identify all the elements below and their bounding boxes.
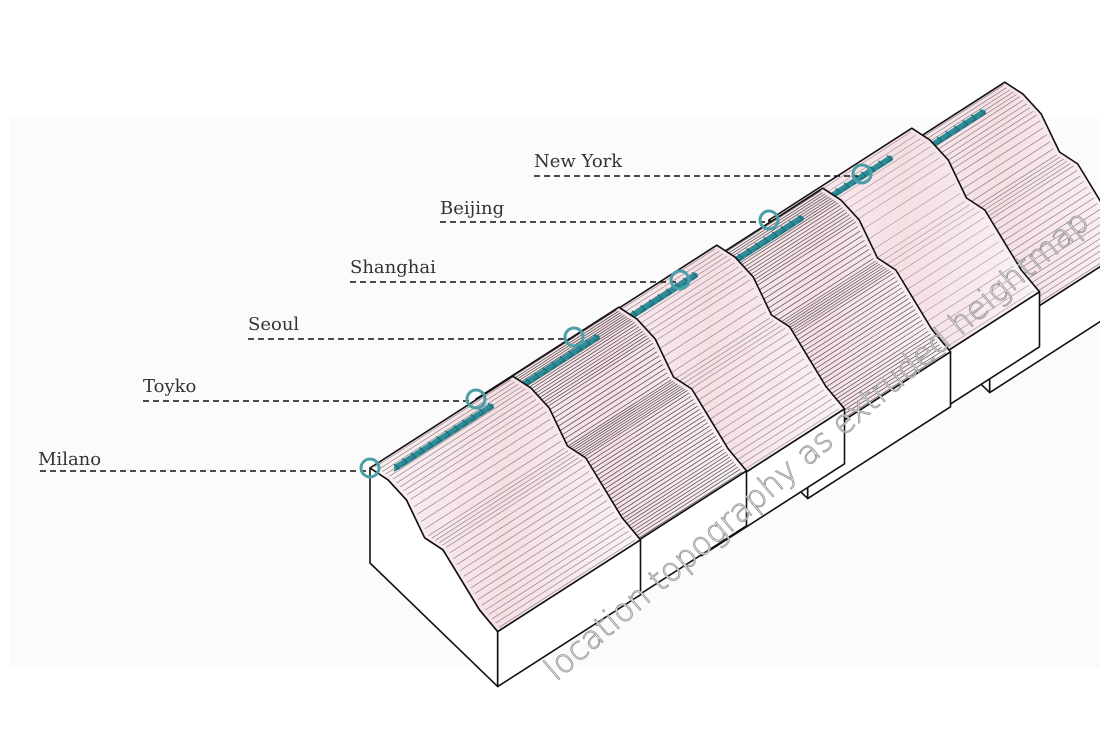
route-arrow [419, 446, 426, 456]
contour-line [403, 403, 540, 492]
route-arrow [567, 350, 575, 359]
location-marker [669, 269, 691, 291]
contour-line [396, 395, 533, 484]
route-arrow [436, 435, 443, 445]
contour-line [467, 494, 604, 583]
contour-line [452, 471, 590, 560]
contour-line [435, 452, 572, 541]
city-label-toyko: Toyko [143, 376, 196, 397]
route-arrow [843, 182, 851, 191]
contour-line [417, 426, 554, 515]
contour-line [421, 433, 558, 522]
contour-line [499, 539, 636, 628]
route-arrow [444, 430, 452, 439]
contour-line [484, 522, 622, 611]
contour-line [488, 526, 625, 615]
route-arrow [953, 125, 961, 134]
route-arrow [860, 171, 868, 180]
route-arrow [533, 372, 541, 381]
location-marker [851, 163, 873, 185]
contour-line [389, 388, 526, 477]
contour-line [424, 441, 562, 530]
route-arrow [453, 424, 460, 434]
route-arrow [970, 114, 978, 123]
contour-line [399, 399, 537, 488]
route-arrow [487, 402, 495, 412]
route-arrow [593, 333, 601, 343]
route-arrow [877, 160, 885, 169]
route-arrow [691, 271, 699, 281]
route-arrow [648, 299, 656, 308]
route-arrow [559, 355, 566, 365]
contour-line [474, 505, 611, 595]
contour-line [410, 411, 547, 500]
city-label-seoul: Seoul [248, 314, 299, 335]
route-arrow [478, 408, 486, 417]
route-arrow [945, 130, 952, 140]
route-arrow [936, 136, 944, 145]
route-arrow [979, 108, 987, 118]
route-arrow [542, 366, 549, 376]
route-arrow [665, 288, 673, 297]
route-arrow [657, 293, 664, 303]
route-arrow [470, 413, 478, 423]
route-arrow [410, 452, 418, 461]
contour-line [438, 455, 576, 544]
contour-line [374, 379, 512, 468]
contour-line [431, 450, 569, 539]
contour-line [378, 381, 515, 470]
route-arrow [886, 154, 894, 164]
contour-line [463, 488, 601, 577]
location-marker [563, 326, 585, 348]
route-arrow [797, 214, 805, 224]
contour-line [392, 391, 530, 480]
route-arrow [835, 187, 842, 197]
city-label-shanghai: Shanghai [350, 257, 436, 278]
route-arrow [780, 225, 788, 235]
location-marker [359, 457, 381, 479]
city-label-new-york: New York [534, 151, 623, 172]
terrain-block-1 [369, 375, 642, 688]
route-arrow [962, 119, 970, 129]
contour-line [460, 482, 597, 571]
contour-line [477, 511, 615, 600]
route-arrow [754, 242, 762, 251]
route-path [393, 403, 494, 470]
route-arrow [788, 220, 796, 229]
city-label-beijing: Beijing [440, 198, 504, 219]
contour-line [413, 418, 551, 507]
location-marker [465, 388, 487, 410]
contour-line [449, 465, 586, 554]
location-marker [758, 209, 780, 231]
route-arrow [763, 236, 770, 246]
contour-line [456, 476, 593, 565]
route-arrow [771, 231, 779, 240]
contour-line [491, 530, 629, 620]
route-arrow [584, 339, 592, 348]
leader-lines [40, 163, 873, 479]
contour-line [428, 448, 565, 537]
terrain-blocks [369, 81, 1100, 688]
contour-line [445, 459, 583, 548]
route-arrow [550, 361, 558, 370]
city-label-milano: Milano [38, 449, 101, 470]
route-arrow [576, 344, 584, 354]
route-arrow [640, 304, 647, 314]
contour-line [470, 500, 608, 589]
route-arrow [427, 441, 435, 450]
contour-line [406, 406, 544, 495]
route-arrow [746, 247, 753, 257]
contour-line [442, 457, 579, 546]
route-arrow [401, 457, 409, 467]
route-arrow [461, 419, 469, 428]
route-arrow [393, 463, 401, 472]
route-arrow [525, 377, 532, 387]
contour-line [481, 517, 618, 606]
city-labels: Milano Toyko Seoul Shanghai Beijing New York [38, 151, 623, 470]
contour-line [495, 535, 632, 624]
route-arrow [737, 253, 745, 262]
contour-line [382, 383, 519, 472]
